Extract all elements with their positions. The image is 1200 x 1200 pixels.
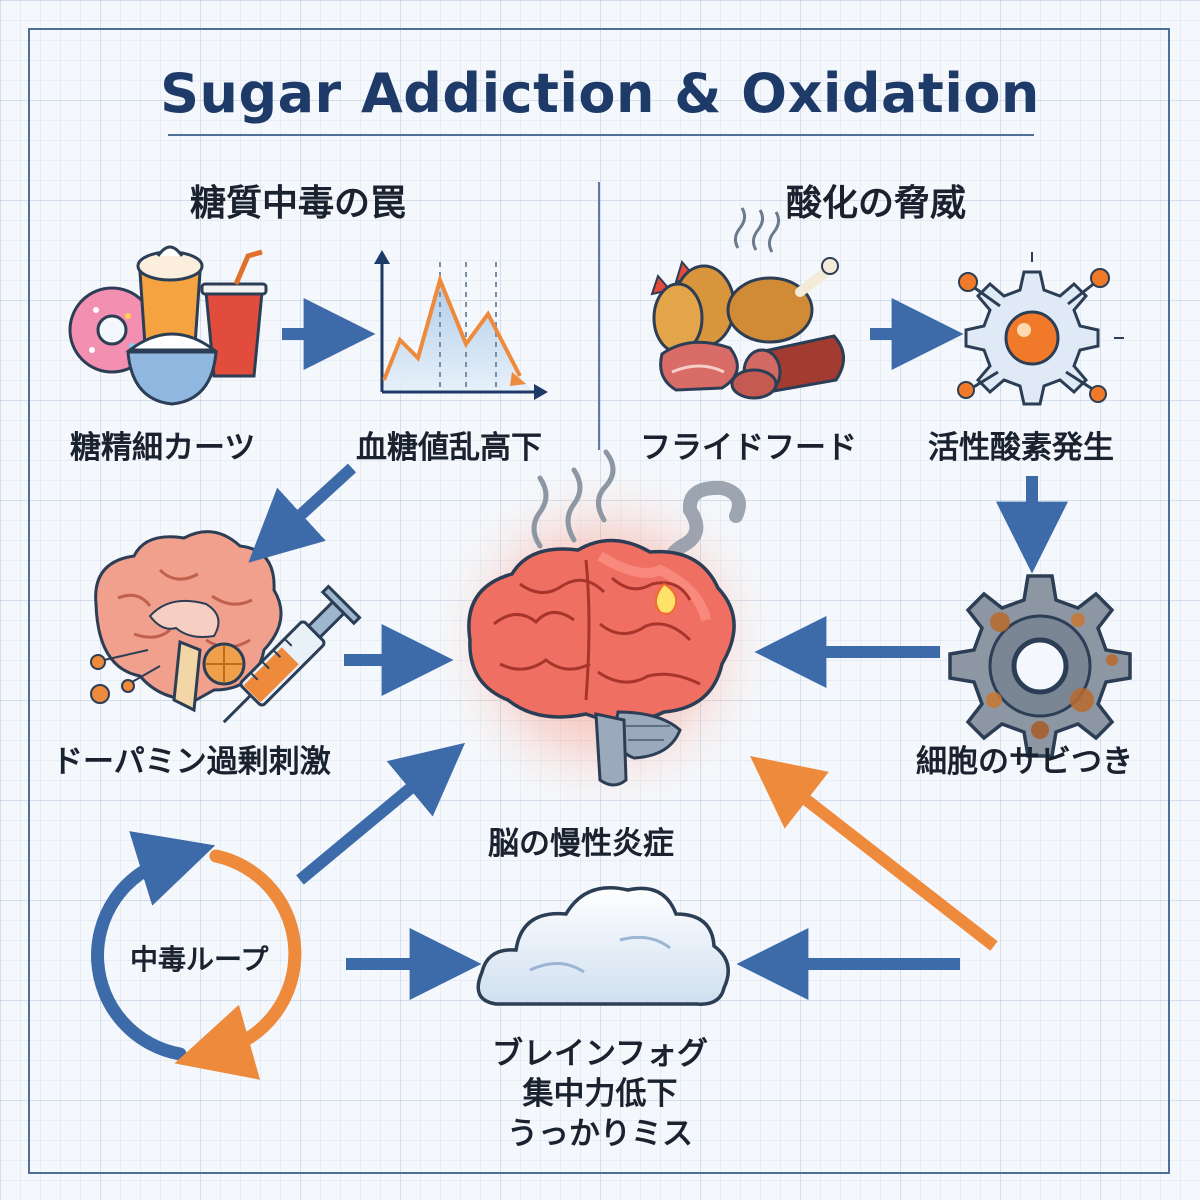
brain-dopamine-icon: [90, 530, 283, 713]
inflamed-brain-icon: [424, 449, 784, 820]
section-divider: [598, 182, 600, 450]
node-label-refined-carbs: 糖精細カーツ: [70, 430, 256, 466]
node-label-fried-food: フライドフード: [640, 430, 857, 466]
food-sweets-icon: [68, 245, 268, 406]
fried-food-icon: [650, 207, 845, 400]
arrow-bloodsugar-to-dopamine: [248, 463, 357, 563]
node-label-dopamine: ドーパミン過剰刺激: [52, 744, 331, 780]
node-label-blood-sugar: 血糖値乱高下: [356, 430, 542, 466]
node-label-careless-mistakes: うっかりミス: [507, 1116, 693, 1152]
arrow-loop-to-brain: [296, 742, 466, 885]
node-label-brain-fog: ブレインフォグ: [491, 1036, 709, 1072]
section-heading-oxidation-threat: 酸化の脅威: [786, 183, 967, 224]
node-label-cell-rust: 細胞のサビつき: [916, 744, 1133, 780]
active-oxygen-icon: [940, 252, 1124, 406]
section-heading-sugar-trap: 糖質中毒の罠: [190, 183, 407, 224]
diagram-frame: [28, 28, 1170, 1174]
page-title: Sugar Addiction & Oxidation: [160, 62, 1040, 125]
title-underline: [168, 134, 1034, 136]
rusty-gear-icon: [948, 574, 1132, 758]
cycle-arrows-icon: [91, 831, 302, 1080]
node-label-addiction-loop: 中毒ループ: [130, 943, 269, 976]
blood-sugar-chart-icon: [374, 250, 548, 400]
node-label-concentration-drop: 集中力低下: [522, 1076, 678, 1112]
syringe-icon: [222, 584, 362, 724]
node-label-active-oxygen: 活性酸素発生: [928, 430, 1114, 466]
cloud-icon: [476, 885, 730, 1006]
node-label-brain-inflammation: 脳の慢性炎症: [488, 826, 674, 862]
arrow-right-to-brain-orange: [750, 755, 998, 951]
